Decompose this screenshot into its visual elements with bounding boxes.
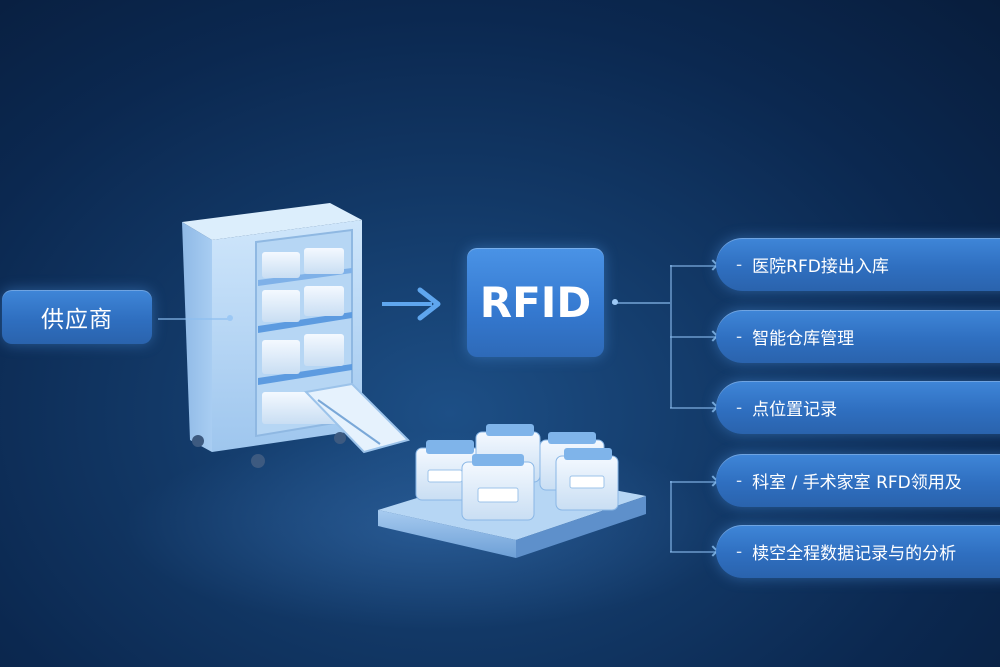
feature-label: 科室 / 手术家室 RFD领用及 [752,473,962,493]
feature-item-3: - 点位置记录 [716,381,1000,434]
branch-2 [670,336,716,338]
storage-cabinet [182,203,410,468]
feature-item-5: - 椟空全程数据记录与的分析 [716,525,1000,578]
feature-trunk-bottom [670,481,672,552]
rfid-tray [378,424,646,558]
feature-item-4: - 科室 / 手术家室 RFD领用及 [716,454,1000,507]
supplier-label: 供应商 [41,307,113,333]
branch-1 [670,265,716,267]
dash-marker: - [736,326,743,347]
branch-5 [670,551,716,553]
branch-4 [670,481,716,483]
rfid-label: RFID [479,278,592,327]
dash-marker: - [736,470,743,491]
connector-dot [227,315,233,321]
supplier-box: 供应商 [2,290,152,344]
feature-item-1: - 医院RFD接出入库 [716,238,1000,291]
supplier-connector [158,318,230,320]
feature-label: 椟空全程数据记录与的分析 [752,544,957,564]
dash-marker: - [736,541,743,562]
rfid-box: RFID [467,248,604,357]
feature-label: 医院RFD接出入库 [752,257,889,277]
rfid-connector-dot [612,299,618,305]
dash-marker: - [736,397,743,418]
arrow-right-icon [382,287,441,321]
feature-label: 点位置记录 [752,400,838,420]
branch-3 [670,407,716,409]
feature-label: 智能仓库管理 [752,329,855,349]
rfid-connector [612,302,670,304]
feature-item-2: - 智能仓库管理 [716,310,1000,363]
dash-marker: - [736,254,743,275]
